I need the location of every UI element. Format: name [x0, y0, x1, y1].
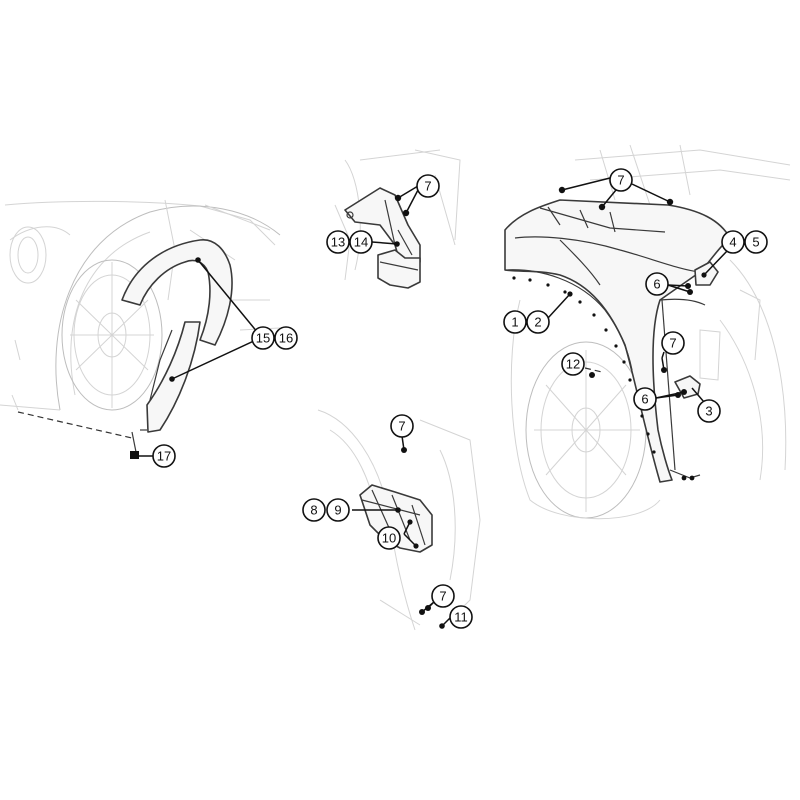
callout-13: 13	[326, 230, 350, 254]
leader-line	[401, 435, 405, 451]
callout-label: 6	[641, 392, 648, 407]
callout-label: 7	[617, 173, 624, 188]
left-view-wheel-arch	[0, 199, 281, 459]
callout-8: 8	[302, 498, 326, 522]
leader-line	[631, 183, 671, 203]
callout-label: 4	[729, 235, 736, 250]
callout-1: 1	[503, 310, 527, 334]
callout-label: 2	[534, 315, 541, 330]
leader-line	[197, 259, 259, 334]
leader-line	[561, 177, 611, 191]
callout-3: 3	[697, 399, 721, 423]
callout-label: 17	[157, 449, 171, 464]
leader-line	[667, 284, 691, 293]
callout-11: 11	[449, 605, 473, 629]
callout-label: 5	[752, 235, 759, 250]
leader-line	[403, 521, 417, 547]
fastener-17-shaft	[131, 431, 137, 453]
leader-line	[601, 189, 617, 208]
callout-label: 7	[669, 336, 676, 351]
callout-12: 12	[561, 352, 585, 376]
callout-label: 13	[331, 235, 345, 250]
callout-label: 16	[279, 331, 293, 346]
fastener	[681, 475, 687, 481]
fastener-12	[589, 372, 595, 378]
top-centre-view-bracket	[334, 149, 461, 289]
leader-line	[703, 249, 729, 276]
callout-label: 14	[354, 235, 368, 250]
callout-label: 7	[398, 419, 405, 434]
callout-label: 15	[256, 331, 270, 346]
leader-line	[667, 284, 689, 287]
callout-6-upper: 6	[645, 272, 669, 296]
right-view-fender	[504, 144, 791, 520]
callout-label: 9	[334, 503, 341, 518]
callout-7-bottom-centre-top: 7	[390, 414, 414, 438]
upper-bracket	[344, 187, 421, 289]
lower-bracket	[359, 484, 433, 553]
leader-line	[171, 338, 259, 380]
callout-label: 7	[424, 179, 431, 194]
callout-label: 10	[382, 531, 396, 546]
callout-label: 11	[454, 610, 468, 625]
fastener-17	[130, 451, 139, 459]
bottom-centre-view-bracket	[317, 409, 481, 631]
callout-15: 15	[251, 326, 275, 350]
callout-4: 4	[721, 230, 745, 254]
callout-9: 9	[326, 498, 350, 522]
callout-7-top-centre: 7	[416, 174, 440, 198]
leader-line	[371, 241, 398, 245]
callout-6-lower: 6	[633, 387, 657, 411]
fastener-axis-line	[584, 367, 603, 373]
upper-fender-bracket	[694, 261, 719, 286]
callout-label: 7	[439, 589, 446, 604]
fender-edge-holes	[512, 276, 656, 454]
leader-line	[655, 391, 685, 399]
leader-line	[397, 185, 419, 199]
leader-line	[547, 293, 571, 319]
callout-5: 5	[744, 230, 768, 254]
right-view-background-vehicle	[510, 144, 791, 520]
fender-panel	[504, 199, 731, 483]
wheel-arch-moulding	[121, 239, 233, 433]
callout-2: 2	[526, 310, 550, 334]
leader-line	[441, 617, 451, 627]
callout-10: 10	[377, 526, 401, 550]
callout-label: 8	[310, 503, 317, 518]
leader-line	[661, 351, 665, 371]
callout-label: 1	[511, 315, 518, 330]
callout-7-fender-middle: 7	[661, 331, 685, 355]
callout-14: 14	[349, 230, 373, 254]
bottom-centre-background	[317, 409, 481, 631]
callout-label: 3	[705, 404, 712, 419]
leader-line	[691, 387, 705, 403]
callout-label: 6	[653, 277, 660, 292]
callout-17: 17	[152, 444, 176, 468]
callout-7-fender-top: 7	[609, 168, 633, 192]
callout-label: 12	[566, 357, 580, 372]
leader-line	[405, 189, 419, 214]
fastener-axis-line	[17, 411, 133, 439]
callout-16: 16	[274, 326, 298, 350]
fender-top-bolts	[558, 186, 674, 211]
callout-7-bottom-centre-lower: 7	[431, 584, 455, 608]
fastener	[689, 475, 695, 481]
